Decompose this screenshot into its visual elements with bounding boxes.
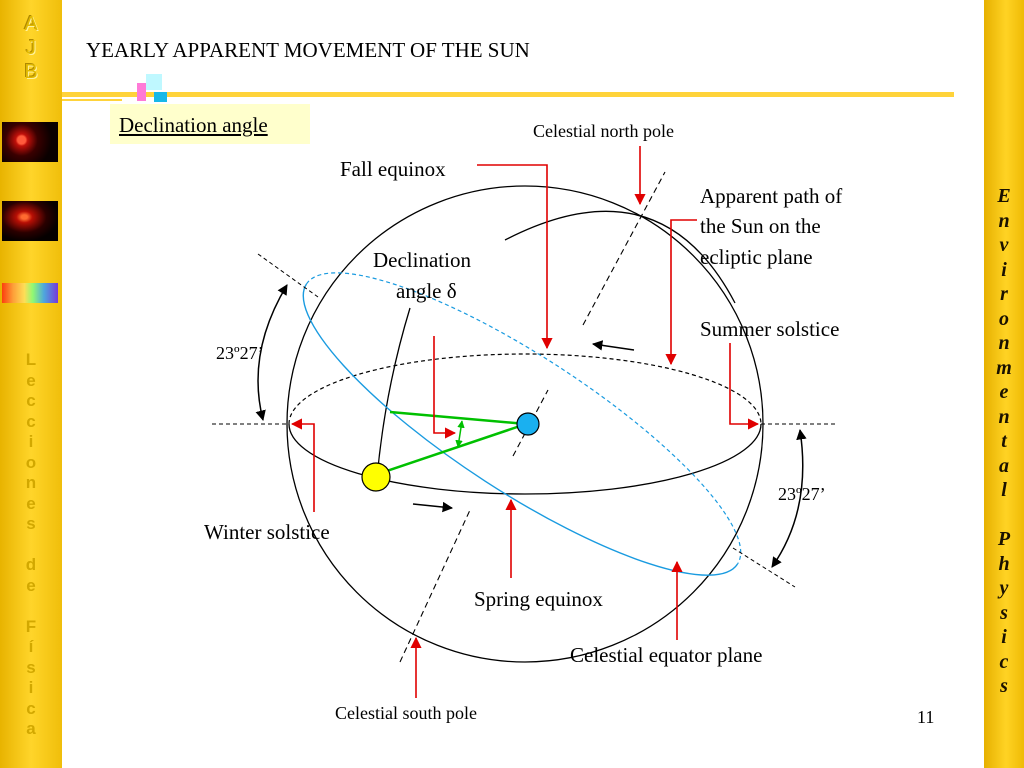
spectrum-thumbnail <box>2 283 58 303</box>
page-number: 11 <box>917 707 935 727</box>
thumbnail-image <box>2 201 58 241</box>
polar-axis-center <box>512 389 549 457</box>
sun-ray-direct <box>377 422 527 476</box>
label-angle-right: 23º27’ <box>778 484 826 504</box>
vertical-letter: s <box>1000 675 1008 697</box>
vertical-letter: a <box>26 719 36 738</box>
vertical-letter: c <box>26 391 36 410</box>
sun <box>361 462 391 492</box>
ajb-logo: A J B <box>0 12 62 84</box>
meridian-back <box>504 210 736 304</box>
header-decoration <box>146 74 162 90</box>
vertical-letter: e <box>26 575 36 595</box>
ecliptic-back <box>305 272 742 565</box>
vertical-letter: F <box>25 616 37 636</box>
angle-arc-right <box>771 428 807 568</box>
label-declination-line1: Declination <box>373 248 471 272</box>
vertical-letter: a <box>999 454 1009 477</box>
vertical-letter: e <box>26 370 36 390</box>
logo-letter: A <box>24 13 38 35</box>
header-decoration <box>137 83 146 101</box>
vertical-letter: v <box>999 234 1009 256</box>
vertical-letter: l <box>1001 479 1007 501</box>
vertical-letter: e <box>26 493 36 513</box>
label-fall-equinox: Fall equinox <box>340 157 446 181</box>
direction-arrow-top <box>591 340 635 351</box>
vertical-letter: s <box>26 514 36 533</box>
ecliptic-axis-lower-right <box>732 547 796 588</box>
arrow-winter-solstice <box>290 418 315 512</box>
ecliptic-front <box>302 283 739 576</box>
vertical-letter: i <box>1001 258 1007 281</box>
vertical-letter: P <box>997 528 1011 550</box>
label-celestial-south-pole: Celestial south pole <box>335 703 477 723</box>
logo-letter: B <box>24 61 38 83</box>
vertical-letter: n <box>998 209 1010 232</box>
vertical-letter: c <box>26 698 36 718</box>
label-winter-solstice: Winter solstice <box>204 520 330 544</box>
vertical-letter: o <box>999 307 1009 330</box>
vertical-letter: E <box>997 185 1011 207</box>
subtitle-box <box>110 104 310 144</box>
vertical-letter: i <box>28 432 34 451</box>
label-apparent-path-line2: the Sun on the <box>700 214 821 238</box>
vertical-letter: i <box>1001 626 1007 648</box>
vertical-letter: h <box>998 552 1010 575</box>
arrow-fall-equinox <box>477 164 553 350</box>
equator-back <box>288 353 762 425</box>
vertical-letter: s <box>26 657 36 677</box>
vertical-letter: y <box>999 577 1009 599</box>
right-sidebar <box>984 0 1024 768</box>
label-celestial-north-pole: Celestial north pole <box>533 121 674 141</box>
earth <box>516 412 540 436</box>
slide-title: YEARLY APPARENT MOVEMENT OF THE SUN <box>86 38 530 62</box>
vertical-letter: n <box>25 473 37 492</box>
equator-front <box>288 423 762 495</box>
arrow-summer-solstice <box>729 343 760 430</box>
sun-ray-equatorial <box>389 410 527 426</box>
vertical-letter: o <box>25 452 37 472</box>
header-rule-small <box>62 99 122 101</box>
label-celestial-equator-plane: Celestial equator plane <box>570 643 763 667</box>
label-summer-solstice: Summer solstice <box>700 317 840 341</box>
label-angle-left: 23º27’ <box>216 343 264 363</box>
vertical-letter: í <box>28 637 34 656</box>
header-rule <box>62 92 954 97</box>
vertical-letter: e <box>999 381 1009 403</box>
polar-axis-north <box>582 171 666 326</box>
vertical-letter: c <box>999 650 1009 673</box>
polar-axis-south <box>399 509 471 663</box>
direction-arrow-bottom <box>412 501 454 513</box>
label-apparent-path-line3: ecliptic plane <box>700 245 813 269</box>
vertical-letter: r <box>1000 283 1008 305</box>
declination-arrow <box>455 420 465 448</box>
thumbnail-image <box>2 122 58 162</box>
ecliptic-axis-upper-left <box>257 253 319 298</box>
vertical-letter: n <box>998 332 1010 354</box>
arrow-declination <box>433 336 457 439</box>
vertical-letter: m <box>996 356 1012 379</box>
vertical-letter: n <box>998 405 1010 428</box>
angle-arc-left <box>255 284 288 422</box>
slide-subtitle: Declination angle <box>119 113 268 137</box>
label-declination-line2: angle δ <box>396 279 457 303</box>
arrow-apparent-path <box>665 219 697 366</box>
label-apparent-path-line1: Apparent path of <box>700 184 843 208</box>
logo-letter: J <box>26 37 36 59</box>
vertical-letter: i <box>28 678 34 697</box>
vertical-letter: d <box>25 555 37 574</box>
vertical-letter: s <box>1000 601 1008 624</box>
label-spring-equinox: Spring equinox <box>474 587 603 611</box>
meridian-front <box>376 307 411 479</box>
header-decoration <box>154 92 167 102</box>
vertical-letter: c <box>26 411 36 431</box>
vertical-letter: L <box>25 350 37 369</box>
vertical-letter: t <box>1001 430 1007 452</box>
